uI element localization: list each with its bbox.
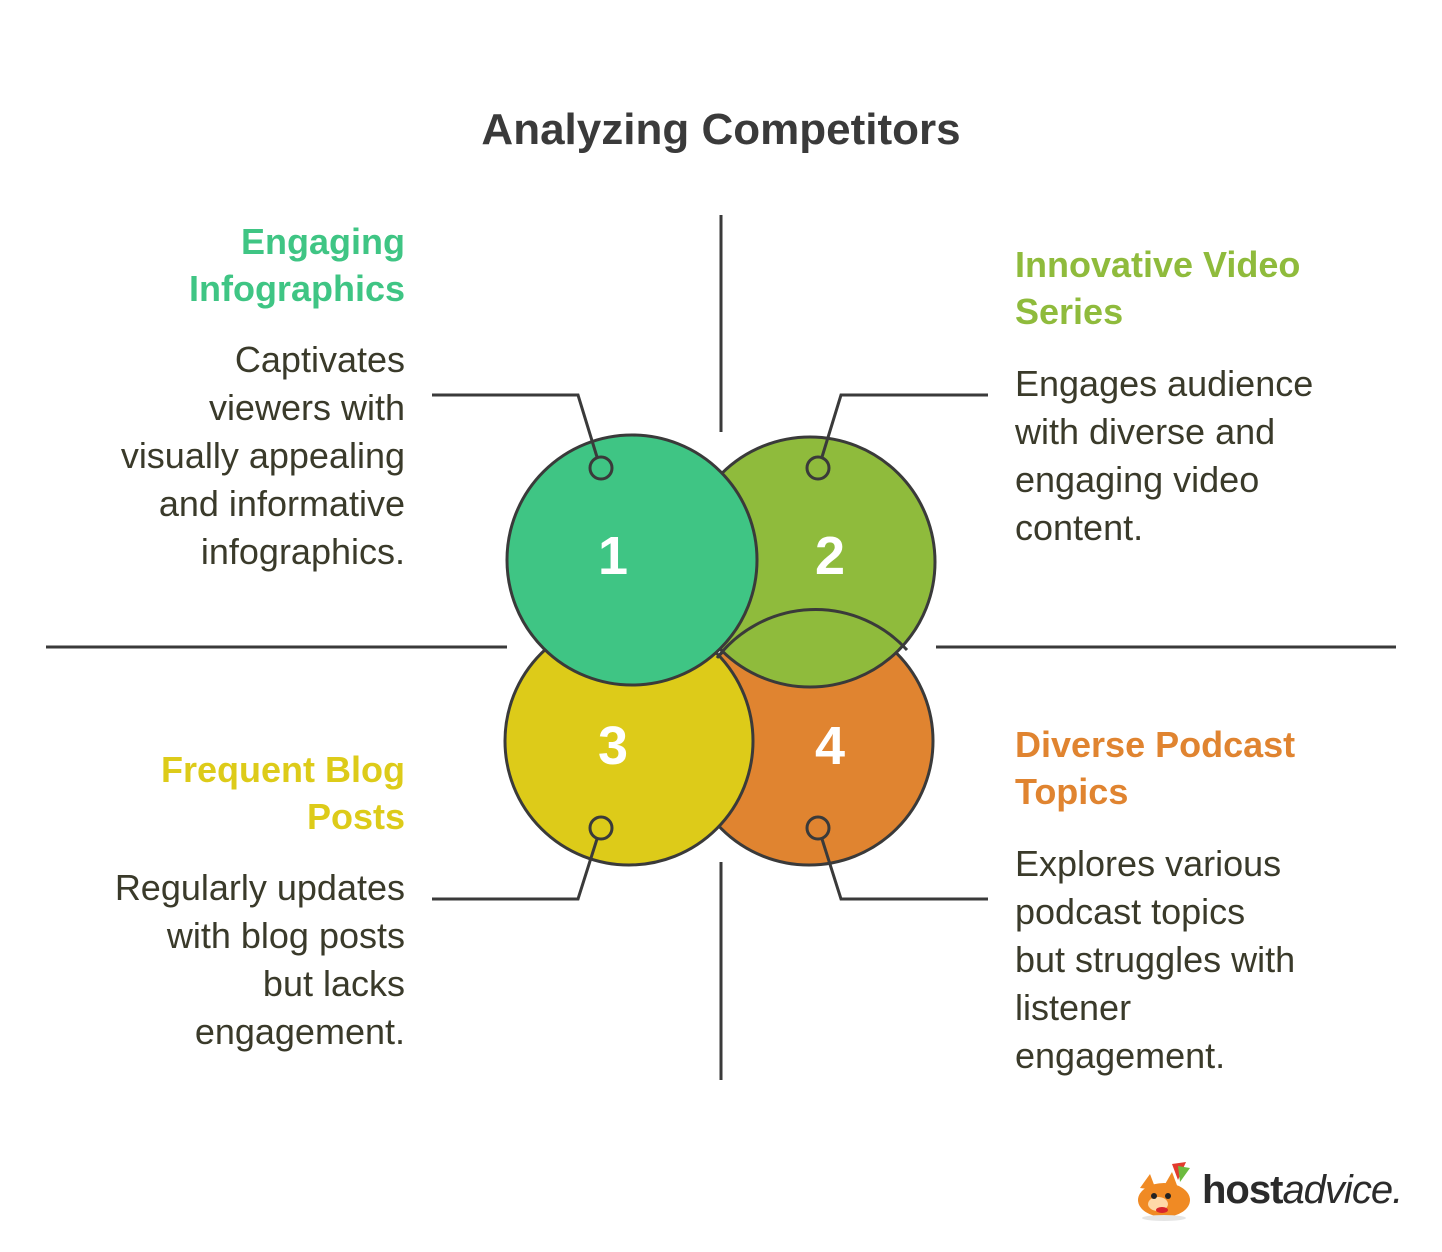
description-4: Explores various podcast topics but stru… — [1015, 840, 1415, 1080]
hostadvice-logo: hostadvice. — [1128, 1160, 1428, 1222]
description-4-line: listener — [1015, 987, 1132, 1028]
page-title: Analyzing Competitors — [481, 105, 961, 154]
heading-2: Innovative Video Series — [1015, 241, 1415, 335]
description-4-line: Explores various — [1015, 843, 1282, 884]
connector-1 — [432, 393, 599, 458]
heading-3-line: Frequent Blog — [161, 749, 405, 790]
heading-2-line: Series — [1015, 291, 1124, 332]
logo-wordmark: hostadvice. — [1202, 1168, 1403, 1213]
description-2-line: engaging video — [1015, 459, 1260, 500]
description-1-line: and informative — [158, 483, 405, 524]
heading-4: Diverse Podcast Topics — [1015, 721, 1415, 815]
description-3-line: Regularly updates — [114, 867, 405, 908]
connector-dot-2 — [805, 455, 831, 481]
heading-4-line: Diverse Podcast — [1015, 724, 1296, 765]
description-1-line: viewers with — [208, 387, 405, 428]
description-2-line: Engages audience — [1015, 363, 1314, 404]
description-1-line: Captivates — [234, 339, 405, 380]
description-3-line: but lacks — [262, 963, 405, 1004]
heading-3: Frequent Blog Posts — [60, 746, 405, 840]
connector-dot-4 — [805, 815, 831, 841]
heading-1-line: Infographics — [188, 268, 405, 309]
description-3-line: with blog posts — [166, 915, 405, 956]
connector-dot-1 — [588, 455, 614, 481]
heading-1-line: Engaging — [241, 221, 405, 262]
number-3: 3 — [598, 716, 628, 776]
description-4-line: engagement. — [1015, 1035, 1226, 1076]
description-4-line: but struggles with — [1015, 939, 1296, 980]
number-2: 2 — [815, 526, 845, 586]
number-1: 1 — [598, 526, 628, 586]
heading-2-line: Innovative Video — [1015, 244, 1301, 285]
description-2-line: with diverse and — [1015, 411, 1276, 452]
logo-word-bold: host — [1202, 1168, 1283, 1212]
heading-4-line: Topics — [1015, 771, 1129, 812]
heading-1: Engaging Infographics — [60, 218, 405, 312]
connector-3 — [432, 838, 599, 901]
description-1-line: visually appealing — [120, 435, 405, 476]
description-1: Captivates viewers with visually appeali… — [40, 336, 405, 576]
fox-mascot-icon — [1138, 1162, 1190, 1221]
heading-3-line: Posts — [306, 796, 405, 837]
circle-1 — [505, 433, 759, 687]
connector-2 — [820, 393, 988, 458]
description-4-line: podcast topics — [1015, 891, 1246, 932]
description-2: Engages audience with diverse and engagi… — [1015, 360, 1415, 552]
description-3-line: engagement. — [194, 1011, 405, 1052]
number-4: 4 — [815, 716, 845, 776]
connector-dot-3 — [588, 815, 614, 841]
description-1-line: infographics. — [200, 531, 405, 572]
circle-4-overlap-outline — [715, 608, 909, 659]
connector-4 — [820, 838, 988, 901]
description-2-line: content. — [1015, 507, 1144, 548]
description-3: Regularly updates with blog posts but la… — [40, 864, 405, 1056]
logo-word-italic: advice. — [1282, 1168, 1403, 1212]
